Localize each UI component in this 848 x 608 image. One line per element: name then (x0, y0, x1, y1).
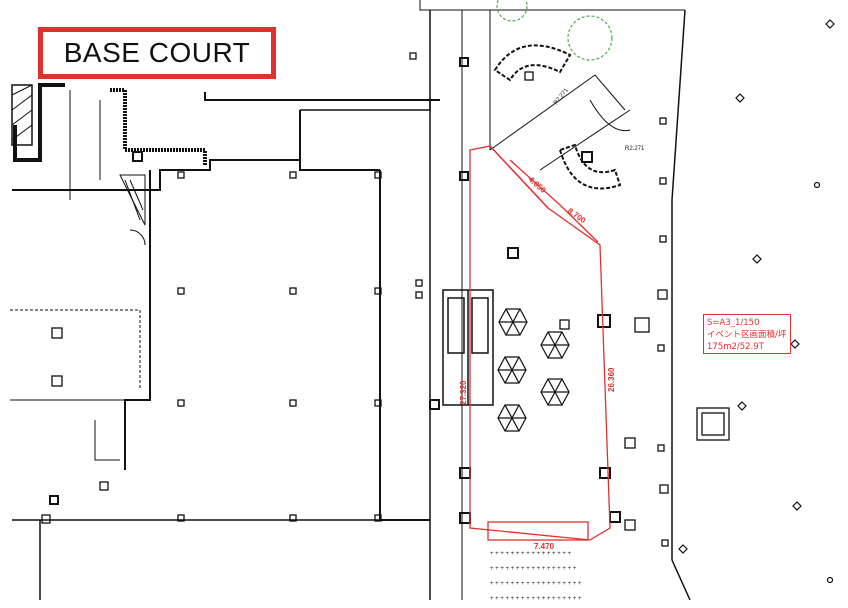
title-box: BASE COURT (38, 27, 276, 79)
door-swing (119, 174, 146, 246)
svg-text:+ + + + + + + + + +: + + + + + + + + + + + + + + + + + + (490, 596, 582, 602)
kiosk (696, 407, 730, 441)
event-area-outline (469, 145, 611, 541)
svg-text:+ + + + + + + + + +: + + + + + + + + + + + + + + + + (490, 551, 572, 557)
dim-label-4: 26.360 (607, 367, 616, 392)
dim-label-1: 4.050 (527, 175, 548, 195)
plaza-grid: + + + + + + + + + + + + + + + + + + + + … (490, 551, 582, 602)
area-value: 175m2/52.9T (707, 342, 764, 352)
parasols (497, 308, 570, 432)
scale-note-box: S=A3_1/150 イベント区画面積/坪 175m2/52.9T (703, 314, 791, 354)
area-caption: イベント区画面積/坪 (707, 330, 787, 340)
svg-text:+ + + + + + + + + +: + + + + + + + + + + + + + + + + + (490, 566, 577, 572)
curved-seating (489, 44, 631, 190)
dim-label-5: 7.470 (534, 542, 555, 551)
columns (41, 52, 669, 547)
stair-block (11, 84, 33, 146)
page-title: BASE COURT (63, 37, 251, 68)
svg-text:+ + + + + + + + + +: + + + + + + + + + + + + + + + + + + (490, 581, 582, 587)
dim-label-3: 27.320 (459, 380, 468, 405)
radius-label-1: R2.271 (553, 87, 570, 106)
escalator (442, 289, 494, 406)
walls (10, 0, 691, 601)
trees (496, 0, 613, 61)
radius-label-2: R2.271 (625, 146, 645, 152)
scale-line: S=A3_1/150 (707, 318, 760, 328)
diamond-markers (678, 19, 835, 584)
